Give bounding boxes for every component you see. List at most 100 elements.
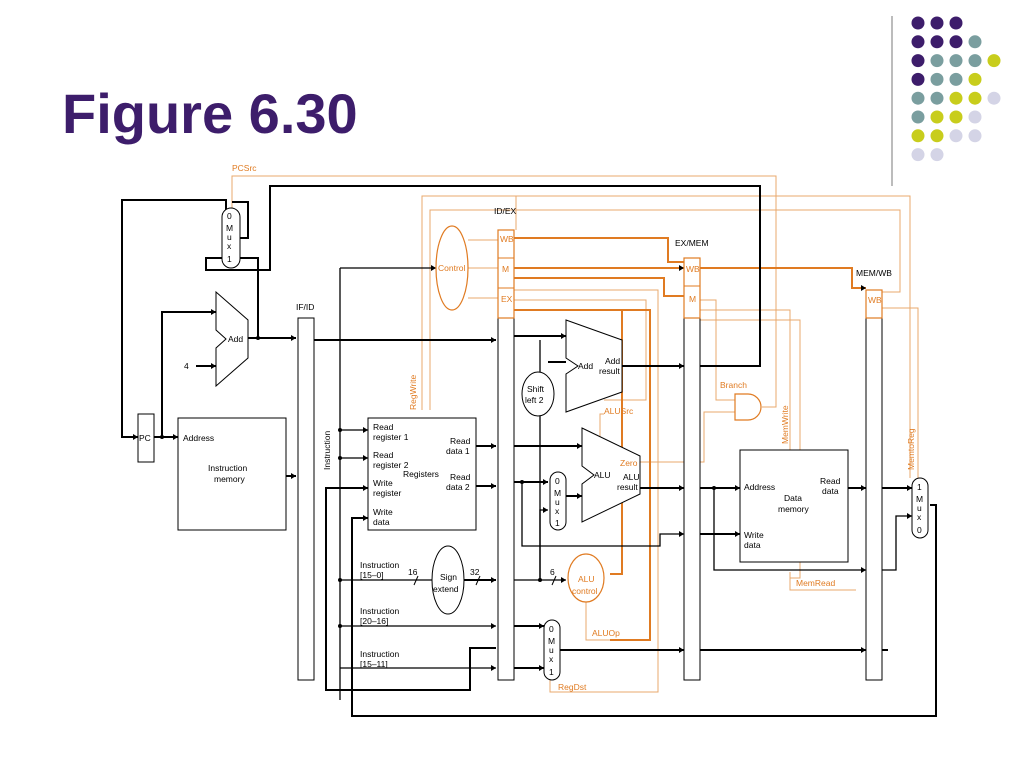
alu xyxy=(581,427,641,523)
control-signals-thick xyxy=(514,237,866,641)
svg-text:1: 1 xyxy=(549,667,554,677)
instr-20-16-label-2: [20–16] xyxy=(360,616,388,626)
branch-and-gate xyxy=(734,393,762,421)
alu-src-mux-labels: 0 M u x 1 xyxy=(554,476,561,528)
alu-src-mux xyxy=(549,471,567,531)
instruction-memory-address: Address xyxy=(183,433,214,443)
write-data-label: Write xyxy=(373,507,393,517)
read-data-1-label: Read xyxy=(450,436,471,446)
pc-adder xyxy=(215,290,249,388)
constant-four: 4 xyxy=(184,361,189,371)
memread-label: MemRead xyxy=(796,578,835,588)
write-data-label-2: data xyxy=(373,517,390,527)
zero-label: Zero xyxy=(620,458,638,468)
if-id-label: IF/ID xyxy=(296,302,314,312)
read-register-2-label: Read xyxy=(373,450,394,460)
id-ex-label: ID/EX xyxy=(494,206,517,216)
data-memory-address-label: Address xyxy=(744,482,775,492)
svg-text:0: 0 xyxy=(917,525,922,535)
read-register-1-label: Read xyxy=(373,422,394,432)
sign-extend-unit xyxy=(431,545,465,615)
regdst-label: RegDst xyxy=(558,682,587,692)
id-ex-control-fields xyxy=(497,229,515,319)
pc-mux-labels: 0 M u x 1 xyxy=(226,211,233,264)
alu-result-label-2: result xyxy=(617,482,638,492)
data-memory-read-label-2: data xyxy=(822,486,839,496)
shift-left-label-2: left 2 xyxy=(525,395,544,405)
alu-result-label: ALU xyxy=(623,472,640,482)
branch-adder-label: Add xyxy=(578,361,593,371)
instr-15-0-label: Instruction xyxy=(360,560,399,570)
instr-15-11-label: Instruction xyxy=(360,649,399,659)
instr-15-0-label-2: [15–0] xyxy=(360,570,384,580)
ex-mem-wb-label: WB xyxy=(686,264,700,274)
id-ex-ex-label: EX xyxy=(501,294,513,304)
slide-title: Figure 6.30 xyxy=(62,82,358,145)
alu-control-label: ALU xyxy=(578,574,595,584)
regdst-mux-labels: 0 M u x 1 xyxy=(548,624,555,677)
pc-mux xyxy=(221,207,241,269)
data-memory-write-label: Write xyxy=(744,530,764,540)
svg-text:x: x xyxy=(555,506,560,516)
alu-control-label-2: control xyxy=(572,586,598,596)
instr-20-16-label: Instruction xyxy=(360,606,399,616)
svg-text:x: x xyxy=(917,512,922,522)
branch-adder-result-label-2: result xyxy=(599,366,620,376)
svg-text:0: 0 xyxy=(549,624,554,634)
control-unit-label: Control xyxy=(438,263,466,273)
instruction-memory xyxy=(177,417,287,531)
data-memory xyxy=(739,449,849,563)
memwrite-label: MemWrite xyxy=(780,405,790,444)
svg-text:M: M xyxy=(548,636,555,646)
branch-adder-result-label: Add xyxy=(605,356,620,366)
ex-mem-m-label: M xyxy=(689,294,696,304)
id-ex-wb-label: WB xyxy=(500,234,514,244)
control-unit xyxy=(435,225,469,311)
mem-wb-label: MEM/WB xyxy=(856,268,892,278)
data-memory-read-label: Read xyxy=(820,476,841,486)
branch-adder xyxy=(565,319,623,413)
ex-mem-register xyxy=(683,317,701,681)
sign-extend-label-2: extend xyxy=(433,584,459,594)
data-memory-label-2: memory xyxy=(778,504,809,514)
width-32-label: 32 xyxy=(470,567,480,577)
svg-text:u: u xyxy=(917,503,922,513)
pc-register xyxy=(137,413,155,463)
memtoreg-label: MemtoReg xyxy=(906,428,916,470)
svg-text:M: M xyxy=(226,223,233,233)
sign-extend-label: Sign xyxy=(440,572,457,582)
instruction-memory-label-2: memory xyxy=(214,474,245,484)
alu-label: ALU xyxy=(594,470,611,480)
ex-mem-label: EX/MEM xyxy=(675,238,709,248)
svg-text:1: 1 xyxy=(555,518,560,528)
instr-15-11-label-2: [15–11] xyxy=(360,659,388,669)
width-16-label: 16 xyxy=(408,567,418,577)
read-register-1-label-2: register 1 xyxy=(373,432,409,442)
data-memory-label: Data xyxy=(784,493,802,503)
pc-label: PC xyxy=(139,433,151,443)
read-data-2-label: Read xyxy=(450,472,471,482)
id-ex-register xyxy=(497,317,515,681)
svg-text:1: 1 xyxy=(227,254,232,264)
mem-wb-control-fields xyxy=(865,289,883,319)
svg-text:0: 0 xyxy=(227,211,232,221)
svg-text:0: 0 xyxy=(555,476,560,486)
regwrite-label: RegWrite xyxy=(408,374,418,410)
alusrc-label: ALUSrc xyxy=(604,406,634,416)
data-memory-write-label-2: data xyxy=(744,540,761,550)
register-file xyxy=(367,417,477,531)
read-data-2-label-2: data 2 xyxy=(446,482,470,492)
svg-text:M: M xyxy=(916,494,923,504)
mem-wb-register xyxy=(865,317,883,681)
id-ex-m-label: M xyxy=(502,264,509,274)
write-register-label-2: register xyxy=(373,488,402,498)
pcsrc-label: PCSrc xyxy=(232,163,257,173)
ex-mem-control-fields xyxy=(683,257,701,319)
svg-text:u: u xyxy=(227,232,232,242)
aluop-label: ALUOp xyxy=(592,628,620,638)
instruction-memory-label-1: Instruction xyxy=(208,463,247,473)
mem-wb-wb-label: WB xyxy=(868,295,882,305)
instruction-label: Instruction xyxy=(322,431,332,470)
svg-text:M: M xyxy=(554,488,561,498)
